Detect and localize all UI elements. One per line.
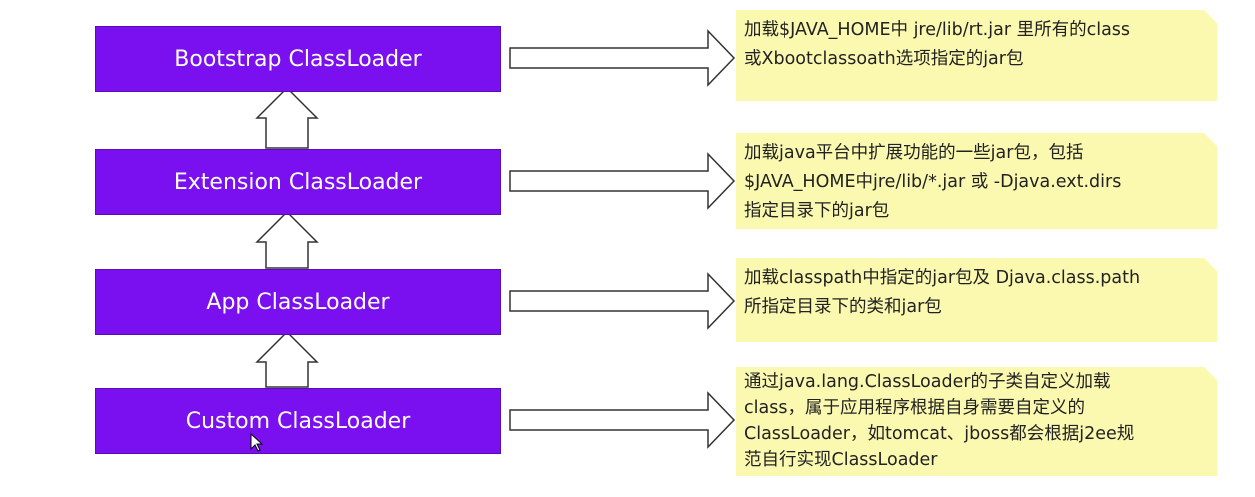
mouse-cursor-icon bbox=[250, 433, 264, 452]
note-line: 加载classpath中指定的jar包及 Djava.class.path bbox=[744, 268, 1141, 288]
note-line: $JAVA_HOME中jre/lib/*.jar 或 -Djava.ext.di… bbox=[744, 172, 1122, 192]
up-arrow-1 bbox=[255, 86, 319, 149]
note-line: 通过java.lang.ClassLoader的子类自定义加载 bbox=[744, 372, 1111, 392]
right-arrow-1 bbox=[509, 29, 736, 87]
bootstrap-note: 加载$JAVA_HOME中 jre/lib/rt.jar 里所有的class 或… bbox=[736, 10, 1217, 101]
bootstrap-classloader-box: Bootstrap ClassLoader bbox=[95, 26, 501, 92]
right-arrow-4 bbox=[509, 391, 736, 449]
extension-classloader-label: Extension ClassLoader bbox=[173, 169, 423, 195]
note-line: 范自行实现ClassLoader bbox=[744, 450, 938, 470]
app-classloader-box: App ClassLoader bbox=[95, 269, 501, 335]
note-line: 指定目录下的jar包 bbox=[744, 201, 890, 221]
custom-classloader-label: Custom ClassLoader bbox=[185, 408, 411, 434]
up-arrow-2 bbox=[255, 210, 319, 269]
note-line: 或Xbootclassoath选项指定的jar包 bbox=[744, 49, 1024, 69]
extension-note: 加载java平台中扩展功能的一些jar包，包括 $JAVA_HOME中jre/l… bbox=[736, 133, 1217, 229]
extension-classloader-box: Extension ClassLoader bbox=[95, 149, 501, 215]
app-note: 加载classpath中指定的jar包及 Djava.class.path 所指… bbox=[736, 258, 1217, 342]
note-line: 加载$JAVA_HOME中 jre/lib/rt.jar 里所有的class bbox=[744, 20, 1131, 40]
right-arrow-2 bbox=[509, 152, 736, 210]
app-classloader-label: App ClassLoader bbox=[206, 289, 390, 315]
custom-note: 通过java.lang.ClassLoader的子类自定义加载 class，属于… bbox=[736, 367, 1217, 476]
bootstrap-classloader-label: Bootstrap ClassLoader bbox=[174, 46, 422, 72]
note-line: 加载java平台中扩展功能的一些jar包，包括 bbox=[744, 143, 1084, 163]
note-line: ClassLoader，如tomcat、jboss都会根据j2ee规 bbox=[744, 424, 1135, 444]
right-arrow-3 bbox=[509, 272, 736, 330]
note-line: class，属于应用程序根据自身需要自定义的 bbox=[744, 398, 1085, 418]
note-line: 所指定目录下的类和jar包 bbox=[744, 297, 942, 317]
custom-classloader-box: Custom ClassLoader bbox=[95, 388, 501, 454]
up-arrow-3 bbox=[255, 330, 319, 388]
